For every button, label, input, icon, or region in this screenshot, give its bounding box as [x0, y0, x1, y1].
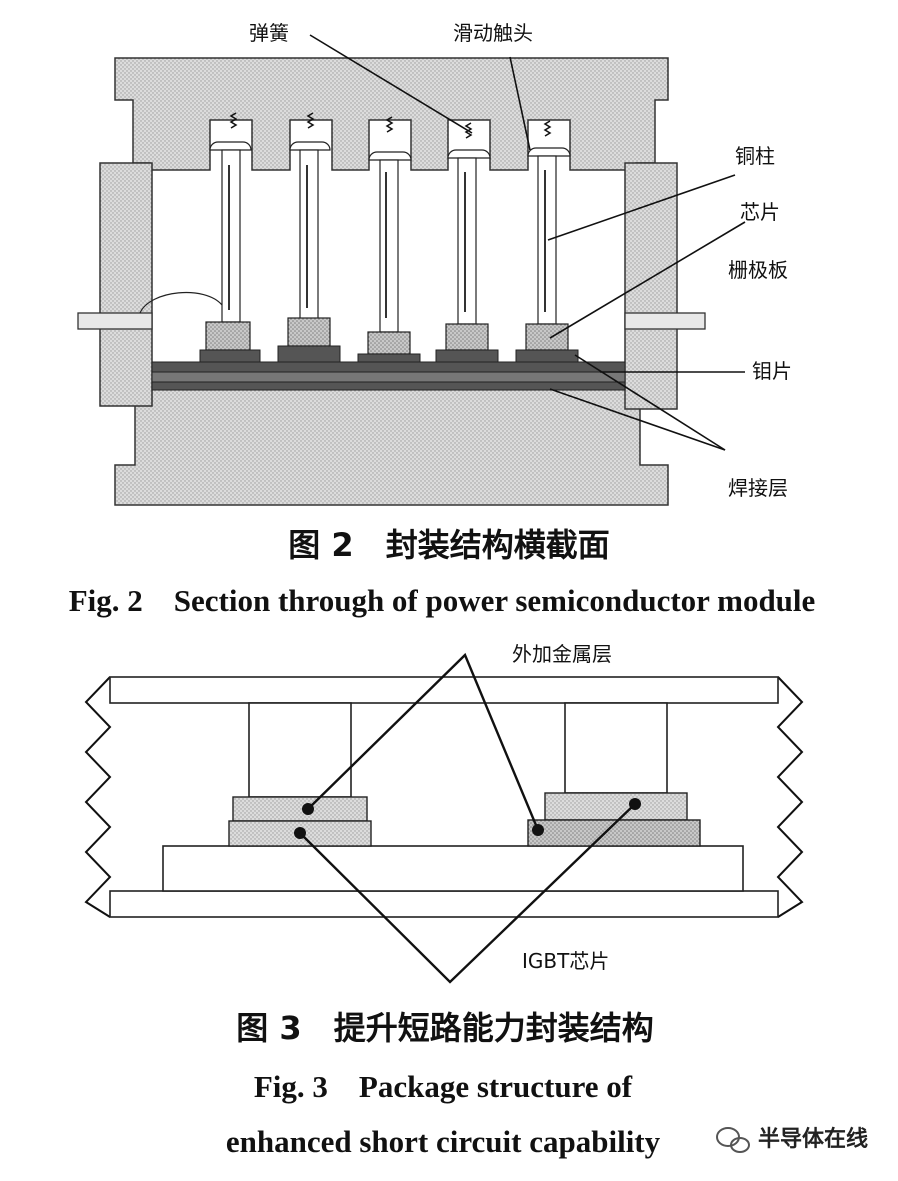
top-plate	[109, 676, 779, 704]
copper-pillar	[457, 157, 477, 325]
left-bellows	[84, 676, 112, 918]
slider-contact	[289, 141, 331, 151]
chip-base	[515, 349, 579, 363]
left-metal-layer	[232, 796, 368, 822]
fig2-caption-cn: 图 2 封装结构横截面	[288, 526, 609, 564]
spring	[543, 120, 552, 137]
label-spring: 弹簧	[249, 21, 289, 45]
fig3-caption-en-line2: enhanced short circuit capability	[226, 1124, 661, 1159]
contact-assembly-2	[277, 112, 341, 363]
gate-wire	[139, 291, 229, 324]
right-gate-plate	[624, 312, 706, 330]
copper-pillar	[221, 149, 241, 323]
leader-dots	[294, 798, 641, 839]
baseplate-top	[151, 361, 626, 373]
chip-base	[199, 349, 261, 363]
fig2-leader-lines	[309, 34, 746, 451]
chip	[205, 321, 251, 351]
fig2-diagram: 弹簧 滑动触头 铜柱 芯片 栅极板 钼片 焊接层 图 2 封装结构横截面 Fig…	[69, 21, 816, 618]
label-mo-plate: 钼片	[752, 359, 792, 383]
right-bellows	[776, 676, 804, 918]
fig3-caption-cn: 图 3 提升短路能力封装结构	[236, 1009, 653, 1047]
chip	[367, 331, 411, 355]
contact-assembly-4	[435, 122, 499, 363]
chip	[287, 317, 331, 347]
substrate	[162, 845, 744, 892]
chip-base	[435, 349, 499, 363]
bottom-plate	[109, 890, 779, 918]
copper-pillar	[299, 149, 319, 321]
left-pillar	[248, 702, 352, 798]
watermark-text: 半导体在线	[758, 1126, 868, 1152]
bottom-housing	[114, 387, 669, 506]
chip	[525, 323, 569, 351]
right-igbt-chip	[544, 792, 688, 821]
slider-contact	[209, 141, 252, 151]
wechat-icon	[716, 1127, 750, 1153]
fig3-caption-en-line1: Fig. 3 Package structure of	[254, 1069, 633, 1104]
mo-plate	[151, 371, 626, 383]
fig2-caption-en: Fig. 2 Section through of power semicond…	[69, 583, 816, 618]
chip-base	[357, 353, 421, 363]
chip	[445, 323, 489, 351]
right-pillar	[564, 702, 668, 794]
contact-assembly-5	[515, 120, 579, 363]
label-gate-plate: 栅极板	[728, 258, 788, 282]
label-solder: 焊接层	[728, 476, 788, 500]
chip-base	[277, 345, 341, 363]
left-side-wall	[99, 162, 153, 407]
spring	[229, 112, 238, 129]
label-metal-layer: 外加金属层	[512, 642, 612, 666]
label-copper-pillar: 铜柱	[735, 144, 775, 168]
slider-contact	[527, 147, 571, 157]
fig3-diagram: 外加金属层 IGBT芯片 图 3 提升短路能力封装结构 Fig. 3 Packa…	[84, 642, 804, 1159]
label-slider: 滑动触头	[453, 21, 533, 45]
copper-pillar	[537, 155, 557, 325]
watermark: 半导体在线	[716, 1126, 868, 1153]
contact-assembly-1	[199, 112, 261, 363]
label-igbt-chip: IGBT芯片	[522, 949, 609, 973]
copper-pillar	[379, 159, 399, 333]
left-gate-plate	[77, 312, 153, 330]
slider-contact	[368, 151, 412, 161]
contact-assembly-3	[357, 116, 421, 363]
slider-contact	[447, 149, 491, 159]
baseplate-bottom	[151, 381, 626, 391]
spring	[306, 112, 315, 129]
label-chip: 芯片	[740, 200, 780, 224]
fig3-leader-lines	[299, 652, 636, 984]
spring	[385, 116, 394, 133]
